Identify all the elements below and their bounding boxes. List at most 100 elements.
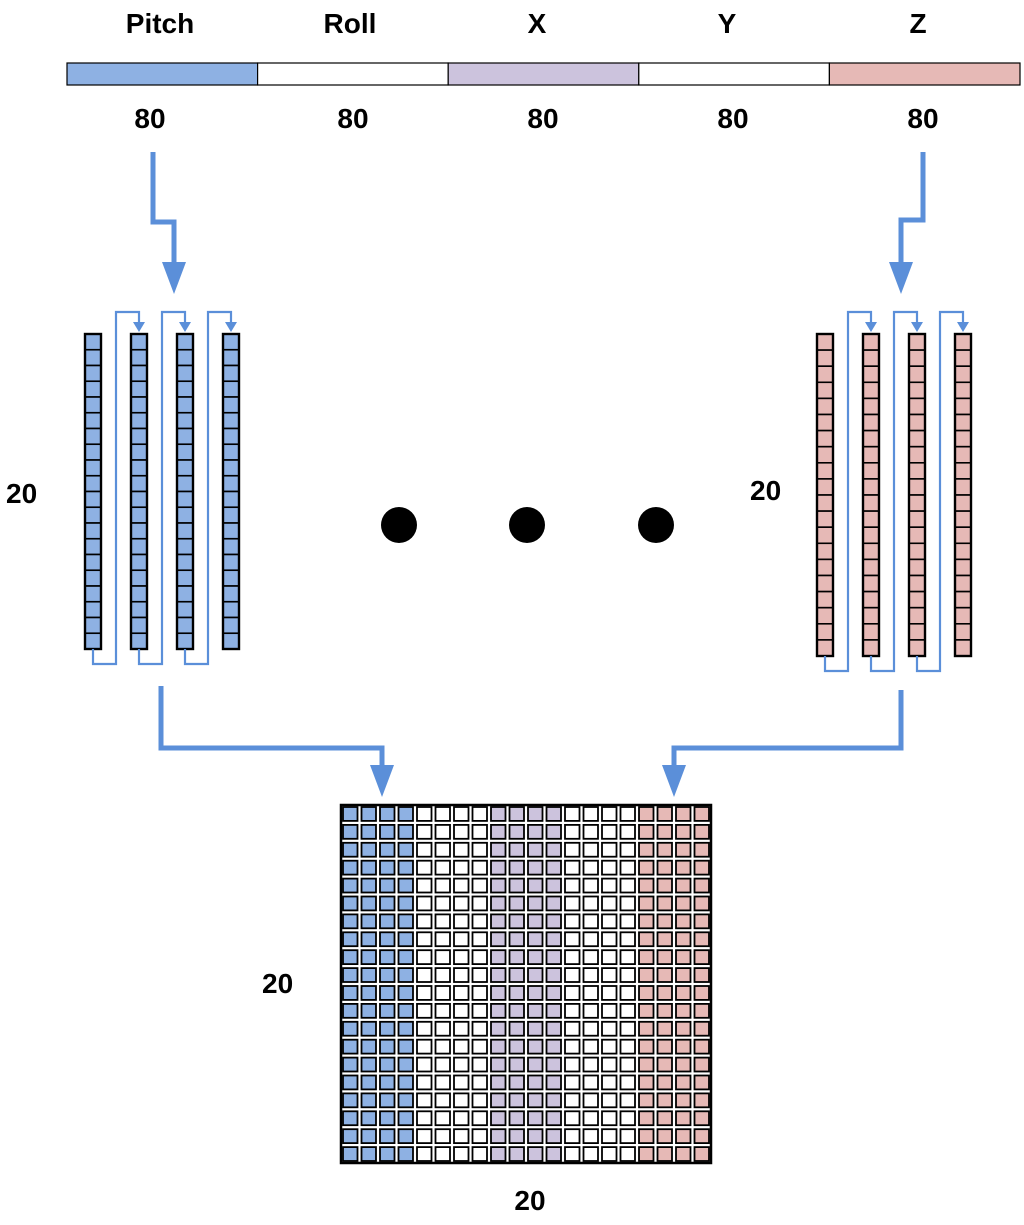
left-stack-cell	[222, 506, 240, 524]
matrix-cell	[508, 841, 525, 858]
matrix-cell	[342, 1092, 359, 1109]
matrix-cell	[379, 985, 396, 1001]
matrix-cell	[434, 985, 451, 1001]
right-stack-connector-arrowhead	[957, 322, 969, 332]
matrix-cell	[527, 1128, 544, 1144]
matrix-cell	[490, 895, 507, 912]
matrix-cell	[675, 1003, 692, 1019]
matrix-cell	[397, 806, 414, 822]
left-stack-connector-arrowhead	[225, 322, 237, 332]
matrix-cell	[379, 931, 396, 948]
right-stack-cell	[954, 349, 972, 368]
matrix-cell	[471, 1020, 488, 1037]
matrix-cell	[471, 877, 488, 894]
matrix-cell	[601, 967, 618, 983]
matrix-cell	[397, 1003, 414, 1019]
matrix-cell	[582, 824, 599, 840]
matrix-cell	[379, 859, 396, 876]
matrix-cell	[379, 1146, 396, 1162]
right-stack-cell	[908, 445, 926, 464]
matrix-cell	[490, 824, 507, 840]
matrix-cell	[675, 824, 692, 840]
matrix-cell	[545, 877, 562, 894]
matrix-cell	[675, 949, 692, 966]
left-stack-cell	[176, 522, 194, 540]
matrix-cell	[527, 931, 544, 948]
left-stack-cell	[176, 411, 194, 430]
matrix-cell	[342, 1074, 359, 1091]
matrix-cell	[656, 1092, 673, 1109]
left-stack-cell	[176, 490, 194, 509]
right-stack-column-outline	[953, 332, 973, 658]
left-stack-cell	[130, 459, 148, 477]
matrix-cell	[434, 841, 451, 858]
matrix-cell	[471, 1092, 488, 1109]
matrix-cell	[360, 985, 377, 1001]
matrix-cell	[434, 1056, 451, 1073]
matrix-cell	[490, 877, 507, 894]
right-stack-cell	[862, 574, 880, 593]
matrix-cell	[416, 859, 433, 876]
matrix-cell	[638, 1003, 655, 1019]
left-stack-cell	[222, 396, 240, 414]
matrix-cell	[693, 877, 710, 894]
matrix-cell	[601, 1092, 618, 1109]
matrix-cell	[638, 967, 655, 983]
matrix-cell	[675, 985, 692, 1001]
matrix-cell	[656, 859, 673, 876]
left-stack-cell	[176, 537, 194, 556]
matrix-cell	[675, 1056, 692, 1073]
matrix-cell	[638, 1146, 655, 1162]
matrix-cell	[582, 1020, 599, 1037]
matrix-cell	[342, 967, 359, 983]
matrix-cell	[379, 1020, 396, 1037]
matrix-cell	[397, 1128, 414, 1144]
left-stack-cell	[222, 569, 240, 587]
matrix-cell	[619, 1056, 636, 1073]
right-stack-cell	[816, 574, 834, 593]
matrix-cell	[434, 931, 451, 948]
right-stack-cell	[862, 461, 880, 480]
left-stack-cell	[176, 506, 194, 524]
left-stack-cell	[84, 600, 102, 619]
matrix-cell	[527, 1074, 544, 1091]
matrix-cell	[360, 967, 377, 983]
matrix-cell	[527, 1110, 544, 1127]
matrix-cell	[342, 1128, 359, 1144]
matrix-cell	[545, 949, 562, 966]
right-stack-column	[953, 332, 973, 658]
matrix-cell	[434, 967, 451, 983]
right-stack-cell	[862, 413, 880, 432]
left-stack-cell	[84, 411, 102, 430]
right-stack-cell	[954, 461, 972, 480]
matrix-cell	[619, 1146, 636, 1162]
matrix-cell	[453, 1003, 470, 1019]
matrix-cell	[397, 841, 414, 858]
matrix-cell	[638, 949, 655, 966]
matrix-cell	[545, 1056, 562, 1073]
left-stack-cell	[222, 364, 240, 383]
matrix-cell	[434, 913, 451, 930]
right-stack-cell	[862, 365, 880, 384]
left-stack-cell	[176, 380, 194, 398]
matrix-cell	[360, 1003, 377, 1019]
right-stack-rows-label: 20	[750, 475, 782, 506]
matrix-cell	[693, 1020, 710, 1037]
left-stack-cell	[84, 396, 102, 414]
left-stack-cell	[130, 632, 148, 650]
matrix-cell	[656, 1003, 673, 1019]
right-stack-cell	[908, 349, 926, 368]
matrix-cell	[638, 824, 655, 840]
left-stack-cell	[130, 348, 148, 367]
right-stack-cell	[954, 510, 972, 529]
matrix-cell	[342, 1056, 359, 1073]
matrix-cell	[564, 913, 581, 930]
matrix-cell	[434, 806, 451, 822]
matrix-cell	[619, 1003, 636, 1019]
matrix-cell	[379, 913, 396, 930]
matrix-cell	[564, 806, 581, 822]
matrix-cell	[656, 841, 673, 858]
matrix-cell	[490, 1092, 507, 1109]
matrix-cell	[582, 1128, 599, 1144]
